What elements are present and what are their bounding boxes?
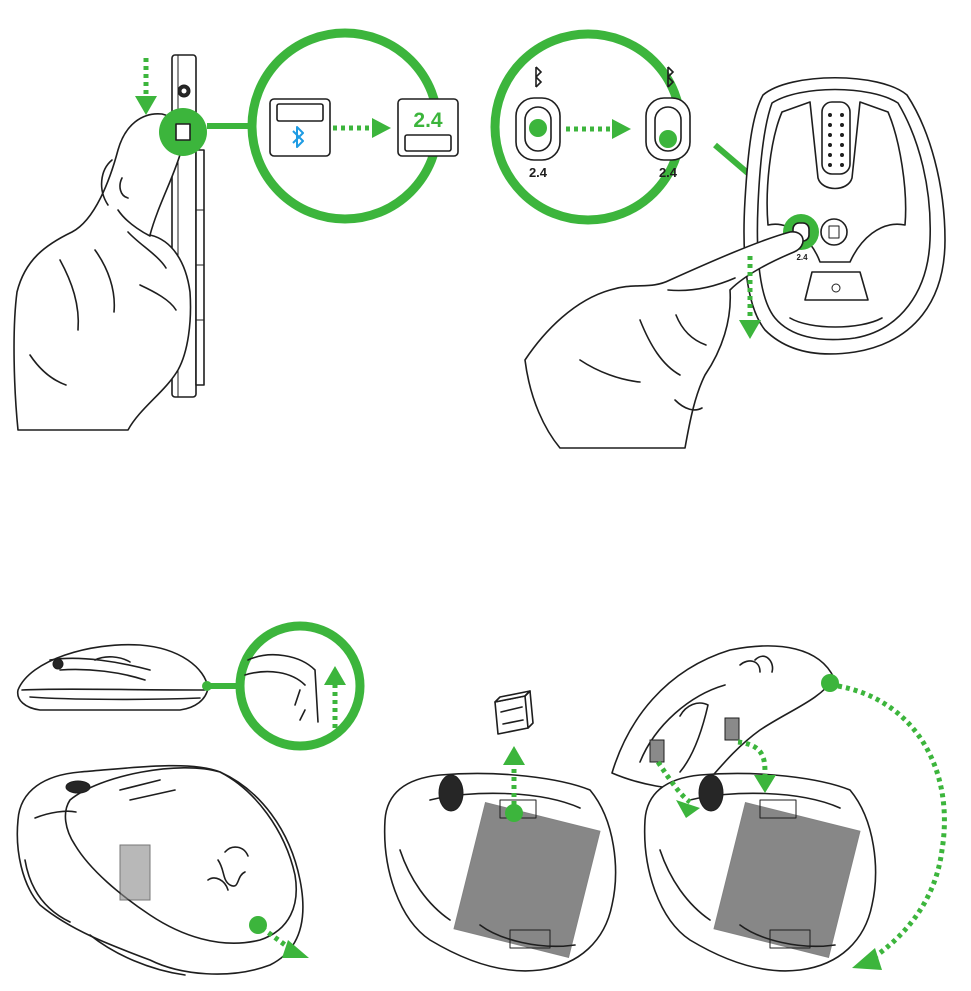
zoom-callout-dongle: 2.4	[252, 33, 458, 219]
power-icon	[178, 85, 190, 97]
panel-cover-release	[17, 626, 360, 975]
mouse-bottom-label: 2.4	[796, 253, 808, 262]
dongle-switch-24-state: 2.4	[398, 99, 458, 156]
dongle-receiver	[495, 691, 533, 734]
panel-replace-cover	[612, 646, 944, 971]
slide-down-arrow-icon	[135, 58, 157, 115]
panel-remove-dongle	[385, 691, 616, 971]
hand-illustration	[14, 114, 190, 430]
mouse-bottom-view: 2.4	[744, 78, 945, 354]
mouse-switch-off-label: 2.4	[529, 165, 548, 180]
switch-knob	[176, 124, 190, 140]
mouse-switch-on-label: 2.4	[659, 165, 678, 180]
panel-mouse-switch: 2.4 2.4	[495, 34, 945, 448]
mouse-side-view	[18, 645, 208, 710]
mouse-cover	[612, 646, 834, 790]
zoom-callout-mouse-switch: 2.4 2.4	[495, 34, 690, 220]
mouse-open-view	[385, 773, 616, 970]
zoom-callout-cover	[240, 626, 360, 746]
dongle-switch-bluetooth-state	[270, 99, 330, 156]
dongle-24-label: 2.4	[413, 109, 443, 132]
dongle-slot-point	[505, 804, 523, 822]
hinge-point	[821, 674, 839, 692]
battery-lock-icon	[821, 219, 847, 245]
mouse-closed-view	[17, 766, 303, 975]
hand-illustration	[525, 232, 803, 448]
panel-dongle-switch: 2.4	[14, 33, 458, 430]
